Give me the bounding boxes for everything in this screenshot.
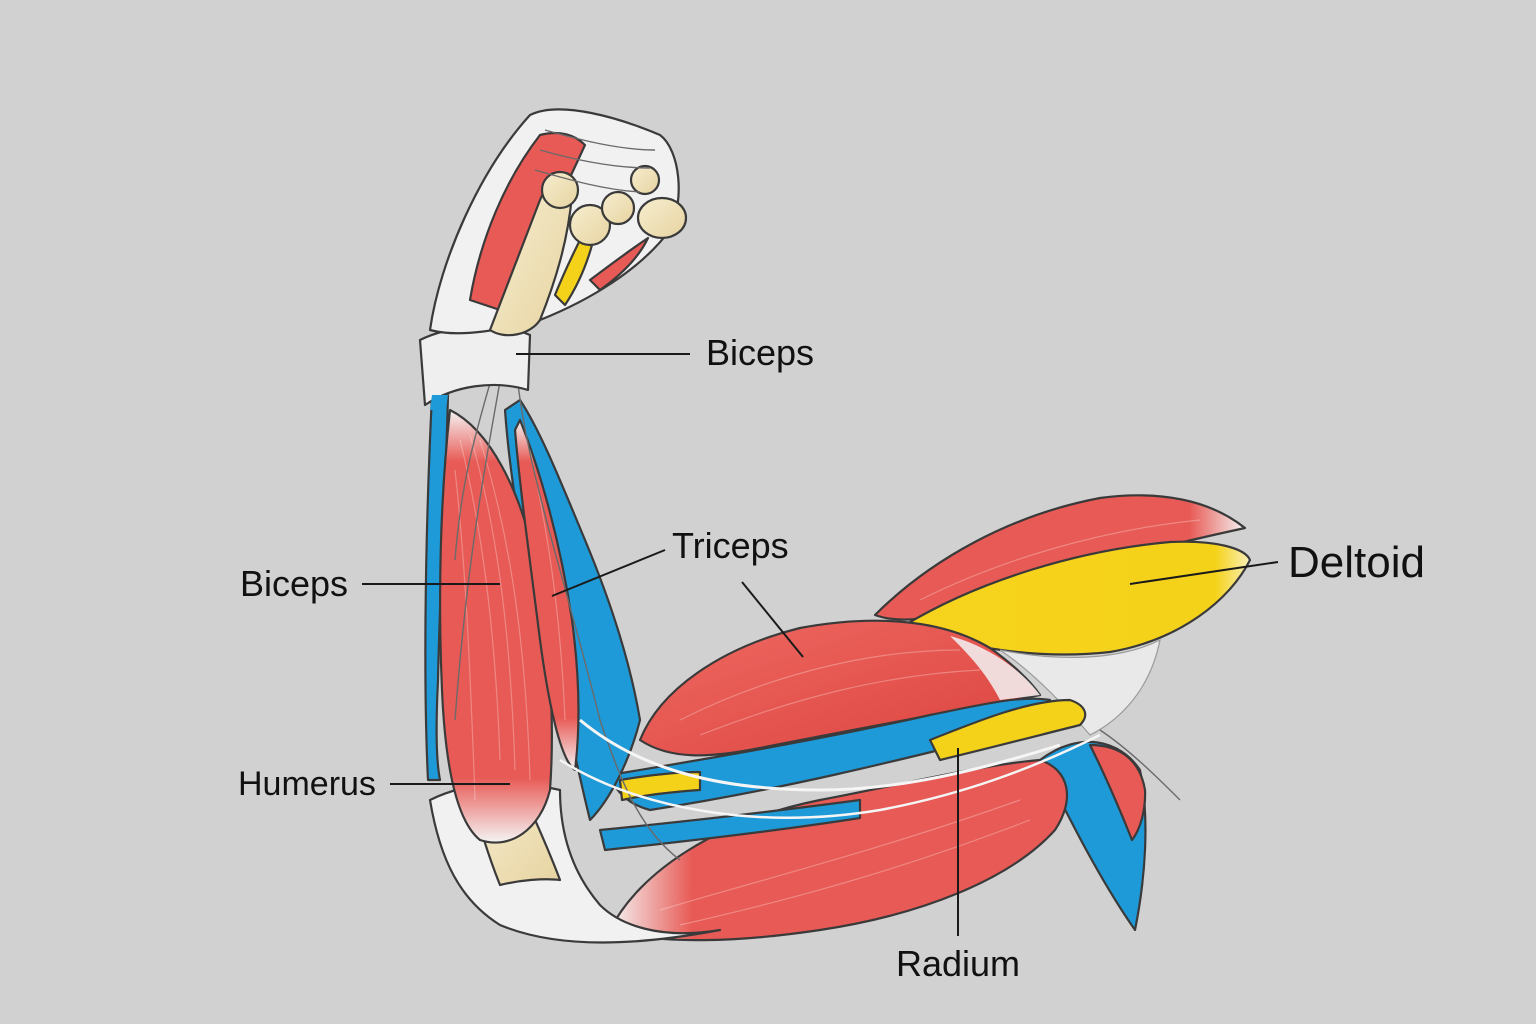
upper-arm-muscle-fibers	[659, 519, 1201, 926]
deltoid-muscle	[903, 540, 1252, 656]
forearm-tendons	[454, 349, 1181, 861]
knuckle-bone-2	[568, 203, 612, 247]
upper-arm-yellow-nerve	[928, 698, 1087, 762]
rear-red-strip	[1088, 743, 1147, 842]
label-triceps: Triceps	[672, 525, 789, 566]
finger-tendons	[534, 129, 656, 193]
leader-deltoid	[1129, 561, 1279, 585]
knuckle-bone-3	[600, 190, 636, 226]
label-humerus: Humerus	[238, 765, 376, 803]
triceps-muscle	[638, 619, 1042, 757]
deltoid-fascia	[999, 638, 1161, 736]
thumb-bone	[636, 196, 688, 240]
fist-red-muscle-2	[588, 236, 650, 292]
triceps-tendon-tip	[950, 636, 1040, 700]
knuckle-bone-1	[540, 170, 580, 210]
label-biceps-left: Biceps	[240, 563, 348, 604]
wrist-blue-tip	[430, 395, 448, 410]
lower-blue-band	[598, 798, 862, 852]
leader-lines	[362, 353, 1279, 936]
label-radium: Radium	[896, 943, 1020, 984]
leader-triceps-upperarm	[741, 581, 804, 658]
knuckle-bone-4	[629, 164, 661, 196]
label-deltoid: Deltoid	[1288, 538, 1425, 587]
wrist-band	[418, 325, 532, 407]
leader-triceps-forearm	[551, 549, 666, 597]
label-biceps-top: Biceps	[706, 332, 814, 373]
upper-arm-yellow-nerve-2	[618, 770, 702, 802]
